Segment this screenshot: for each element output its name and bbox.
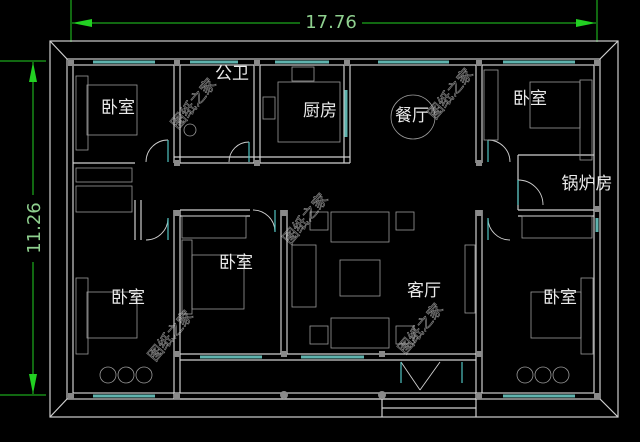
- width-dimension: 17.76: [70, 0, 598, 42]
- room-label-bedroom-nw: 卧室: [101, 98, 135, 118]
- watermark: 图纸之家: [167, 75, 219, 133]
- room-label-bathroom: 公卫: [215, 64, 249, 84]
- room-label-dining: 餐厅: [395, 106, 429, 126]
- room-label-bedroom-sw: 卧室: [111, 288, 145, 308]
- room-labels: 卧室 公卫 厨房 餐厅 卧室 锅炉房 卧室 卧室 客厅 卧室: [101, 64, 613, 308]
- room-label-bedroom-ne: 卧室: [513, 89, 547, 109]
- room-label-bedroom-center: 卧室: [219, 253, 253, 273]
- room-label-bedroom-se: 卧室: [543, 288, 577, 308]
- arrow-left-icon: [72, 19, 92, 27]
- walls: [66, 58, 601, 417]
- arrow-up-icon: [29, 62, 37, 82]
- doors: [145, 139, 544, 391]
- roof-outline: [49, 40, 619, 418]
- watermark: 图纸之家: [144, 307, 196, 365]
- height-dimension: 11.26: [0, 60, 46, 396]
- watermark: 图纸之家: [424, 65, 476, 123]
- width-label: 17.76: [305, 12, 357, 33]
- watermark: 图纸之家: [394, 300, 446, 358]
- arrow-down-icon: [29, 374, 37, 394]
- furniture: [75, 66, 594, 384]
- room-label-living: 客厅: [407, 281, 441, 301]
- windows: [93, 60, 599, 398]
- room-label-boiler: 锅炉房: [562, 174, 613, 194]
- columns: [68, 60, 600, 399]
- arrow-right-icon: [576, 19, 596, 27]
- room-label-kitchen: 厨房: [303, 101, 337, 121]
- height-label: 11.26: [24, 202, 45, 254]
